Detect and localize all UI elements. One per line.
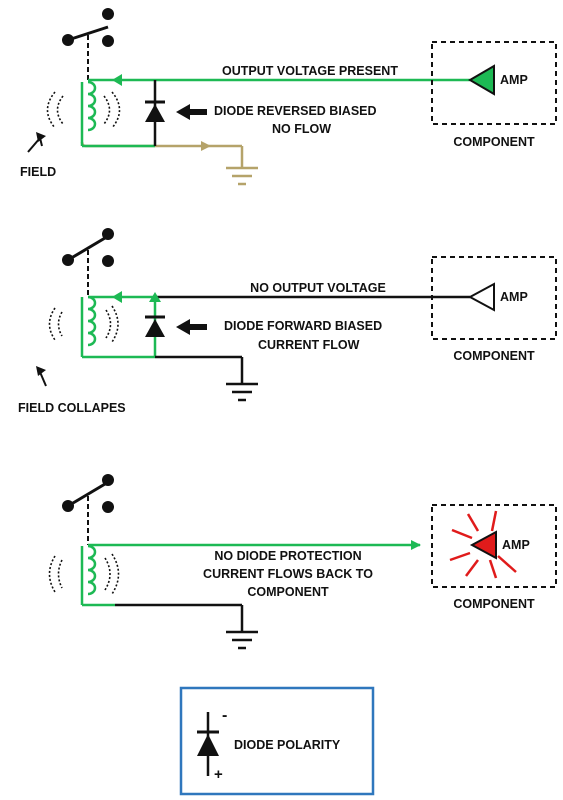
switch-icon xyxy=(62,8,114,82)
amp-triangle-icon xyxy=(467,282,495,312)
panel-no-output-voltage: NO OUTPUT VOLTAGE DIODE FORWARD BIASED C… xyxy=(18,228,557,415)
field-label: FIELD COLLAPES xyxy=(18,401,126,415)
coil-icon xyxy=(80,544,115,607)
component-box xyxy=(431,504,557,588)
amp-label: AMP xyxy=(500,290,528,304)
arrow-icon xyxy=(36,366,46,376)
diode-icon xyxy=(145,292,165,357)
legend-plus: + xyxy=(214,766,223,783)
spark-icon xyxy=(449,510,517,579)
diode-icon xyxy=(145,80,165,146)
arrow-icon xyxy=(176,104,207,120)
field-arcs-icon xyxy=(48,553,120,595)
warning-line2: CURRENT FLOWS BACK TO xyxy=(203,567,373,581)
switch-icon xyxy=(62,474,114,545)
diode-status-line2: CURRENT FLOW xyxy=(258,338,360,352)
legend-box xyxy=(179,686,375,796)
arrow-icon xyxy=(176,319,207,335)
diode-icon xyxy=(197,712,219,776)
warning-line1: NO DIODE PROTECTION xyxy=(214,549,361,563)
diode-status-line1: DIODE REVERSED BIASED xyxy=(214,104,377,118)
panel-no-diode-protection: NO DIODE PROTECTION CURRENT FLOWS BACK T… xyxy=(48,474,557,650)
amp-label: AMP xyxy=(502,538,530,552)
component-label: COMPONENT xyxy=(453,349,535,363)
ground-icon xyxy=(155,355,258,402)
legend-minus: - xyxy=(222,707,227,724)
component-label: COMPONENT xyxy=(453,597,535,611)
field-arcs-icon xyxy=(46,91,121,129)
ground-icon xyxy=(115,603,258,650)
output-voltage-label: OUTPUT VOLTAGE PRESENT xyxy=(222,64,398,78)
component-box xyxy=(431,41,557,125)
warning-line3: COMPONENT xyxy=(247,585,329,599)
amp-label: AMP xyxy=(500,73,528,87)
arrow-icon xyxy=(36,132,46,142)
panel-output-voltage-present: OUTPUT VOLTAGE PRESENT DIODE REVERSED BI… xyxy=(20,8,557,186)
diode-polarity-legend: - + DIODE POLARITY xyxy=(179,686,375,796)
amp-triangle-icon xyxy=(468,64,495,96)
legend-label: DIODE POLARITY xyxy=(234,738,341,752)
output-voltage-label: NO OUTPUT VOLTAGE xyxy=(250,281,386,295)
diode-status-line1: DIODE FORWARD BIASED xyxy=(224,319,382,333)
coil-icon xyxy=(80,80,211,151)
field-label: FIELD xyxy=(20,165,56,179)
arrow-icon xyxy=(112,74,122,86)
coil-icon xyxy=(80,291,155,359)
ground-icon xyxy=(210,144,258,186)
switch-icon xyxy=(62,228,114,295)
component-box xyxy=(431,256,557,340)
diode-status-line2: NO FLOW xyxy=(272,122,331,136)
arrow-icon xyxy=(112,291,122,303)
amp-triangle-icon xyxy=(469,530,497,560)
field-arcs-icon xyxy=(48,305,119,343)
component-label: COMPONENT xyxy=(453,135,535,149)
